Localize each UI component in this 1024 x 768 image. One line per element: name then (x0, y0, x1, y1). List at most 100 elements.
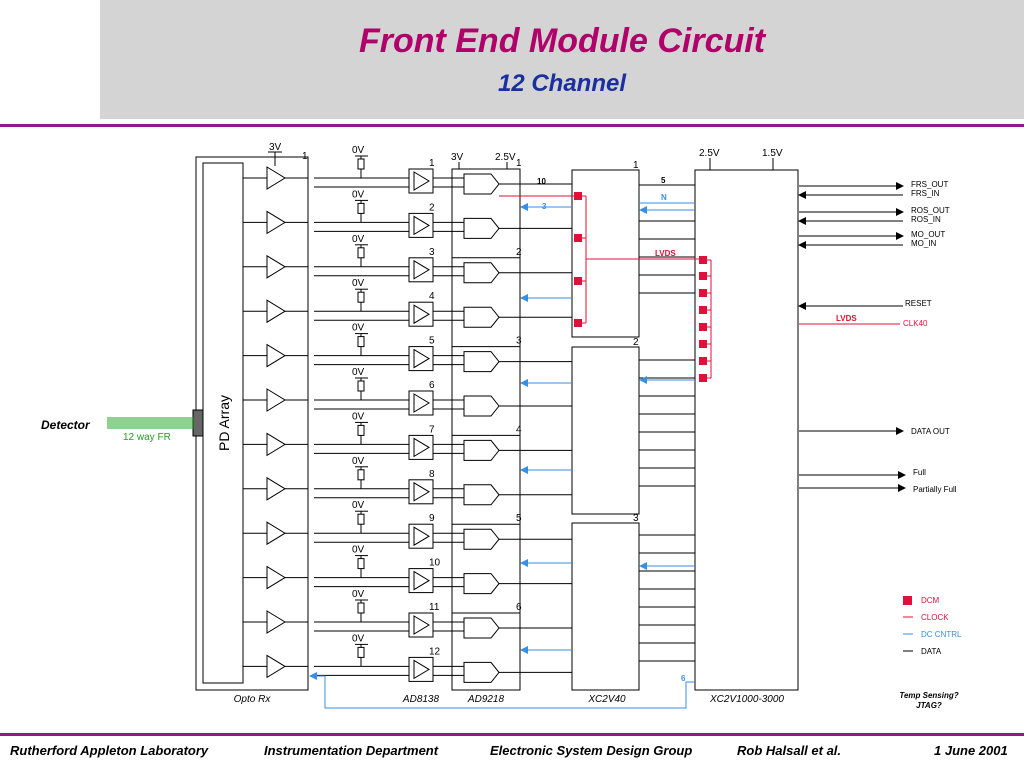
channel-number: 11 (429, 602, 440, 613)
adc-number: 4 (516, 424, 522, 435)
zero-volt-label: 0V (352, 234, 365, 245)
zero-volt-label: 0V (352, 278, 365, 289)
fpga-2v5-label: 2.5V (699, 148, 720, 159)
link-n-label: N (661, 193, 667, 202)
fibre-connector (192, 409, 204, 437)
legend-dcm-label: DCM (921, 596, 940, 605)
adc-shape (463, 173, 500, 195)
adc-3v-label: 3V (451, 152, 464, 163)
adc-shape (463, 528, 500, 550)
frs-out-label: FRS_OUT (911, 180, 948, 189)
ad8138-amp (413, 526, 430, 547)
adc-shape (463, 262, 500, 284)
adc-shape (463, 217, 500, 239)
zero-volt-label: 0V (352, 545, 365, 556)
adc-shape (463, 306, 500, 328)
channel-7: 0V7 (243, 411, 572, 461)
ros-out-label: ROS_OUT (911, 206, 950, 215)
xc2v40-label: XC2V40 (587, 694, 626, 705)
ad8138-amp (413, 570, 430, 591)
ad8138-amp (413, 259, 430, 280)
adc-2v5-label: 2.5V (495, 152, 516, 163)
opto-buffer (266, 521, 286, 546)
channel-number: 1 (429, 158, 435, 169)
zero-volt-label: 0V (352, 323, 365, 334)
ad8138-amp (413, 304, 430, 325)
zero-volt-label: 0V (352, 145, 365, 156)
opto-channel-marker: 1 (302, 151, 308, 162)
channel-8: 0V8 (243, 456, 572, 506)
bias-resistor (357, 646, 365, 658)
zero-volt-label: 0V (352, 189, 365, 200)
full-label: Full (913, 468, 926, 477)
opto-buffer (266, 210, 286, 235)
opto-rx-label: Opto Rx (234, 694, 272, 705)
ad8138-box (408, 346, 434, 372)
dcm-square (574, 234, 582, 242)
opto-3v-label: 3V (269, 142, 282, 153)
zero-volt-label: 0V (352, 589, 365, 600)
ad8138-amp (413, 481, 430, 502)
opto-buffer (266, 654, 286, 679)
footer-org: Rutherford Appleton Laboratory (10, 743, 209, 758)
adc-shape (463, 617, 500, 639)
footer: Rutherford Appleton Laboratory Instrumen… (0, 741, 1024, 763)
channel-2: 0V2 (243, 189, 572, 239)
reset-label: RESET (905, 299, 932, 308)
zero-volt-label: 0V (352, 633, 365, 644)
adc-shape (463, 439, 500, 461)
xc2v40-number: 3 (633, 513, 639, 524)
footer-date: 1 June 2001 (934, 743, 1008, 758)
link-width-label: 5 (661, 176, 666, 185)
bias-resistor (357, 158, 365, 170)
dcm-square (699, 289, 707, 297)
channel-number: 9 (429, 513, 435, 524)
channel-9: 0V9 (243, 500, 572, 550)
ad8138-amp (413, 393, 430, 413)
opto-buffer (266, 476, 286, 501)
bias-resistor (357, 291, 365, 303)
page-subtitle: 12 Channel (497, 70, 627, 97)
bias-resistor (357, 380, 365, 392)
channel-number: 5 (429, 336, 435, 347)
ad8138-amp (413, 215, 430, 236)
opto-buffer (266, 343, 286, 368)
ad8138-amp (413, 171, 430, 191)
xc2v1000-label: XC2V1000-3000 (709, 694, 784, 705)
xc2v40-number: 2 (633, 337, 639, 348)
legend-data-label: DATA (921, 647, 942, 656)
ros-in-label: ROS_IN (911, 215, 941, 224)
mo-out-label: MO_OUT (911, 230, 945, 239)
adc-number: 3 (516, 336, 522, 347)
ad8138-label: AD8138 (402, 694, 440, 705)
adc-number: 2 (516, 247, 522, 258)
channel-5: 0V 5 (243, 323, 572, 373)
partially-full-label: Partially Full (913, 485, 957, 494)
channel-1: 0V 1 (243, 145, 572, 195)
ad9218-outline (451, 168, 521, 691)
dcm-square (699, 374, 707, 382)
dc-width-label: 3 (542, 202, 547, 211)
zero-volt-label: 0V (352, 456, 365, 467)
ad8138-amp (413, 615, 430, 635)
pd-array-label: PD Array (216, 395, 232, 451)
opto-buffer (266, 565, 286, 590)
bias-resistor (357, 513, 365, 525)
bottom-rule (0, 733, 1024, 736)
dcm-square (699, 323, 707, 331)
adc-shape (463, 484, 500, 506)
frs-in-label: FRS_IN (911, 189, 940, 198)
opto-buffer (266, 254, 286, 279)
channel-6: 0V6 (243, 367, 572, 417)
channel-number: 7 (429, 424, 435, 435)
opto-buffer (266, 388, 286, 412)
adc-shape (463, 395, 500, 417)
channel-number: 4 (429, 291, 435, 302)
bias-resistor (357, 558, 365, 570)
xc2v40-box-3 (571, 522, 640, 691)
dcm-square (699, 340, 707, 348)
bias-resistor (357, 424, 365, 436)
bias-resistor (357, 202, 365, 214)
channel-3: 0V3 (243, 234, 572, 284)
